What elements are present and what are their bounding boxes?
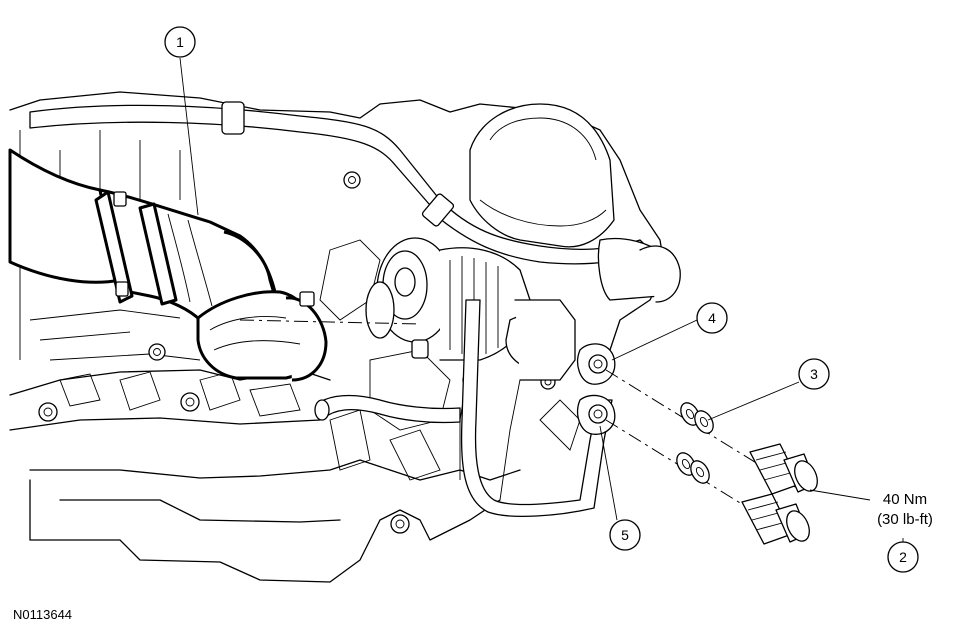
torque-spec: 40 Nm (30 lb-ft) <box>877 491 933 528</box>
turbocharger <box>365 237 576 381</box>
callout-2: 2 <box>887 541 919 573</box>
callout-2-label: 2 <box>899 549 907 565</box>
callout-3-label: 3 <box>810 366 818 382</box>
fitting-ports <box>577 343 616 435</box>
sealing-washers <box>676 402 714 484</box>
intake-hose <box>8 148 328 382</box>
callout-4-label: 4 <box>708 310 716 326</box>
callout-4: 4 <box>696 302 728 334</box>
callout-5-label: 5 <box>621 527 629 543</box>
upper-right-housing <box>469 103 681 303</box>
callout-3: 3 <box>798 358 830 390</box>
torque-imperial: (30 lb-ft) <box>877 511 933 528</box>
return-tube <box>314 299 613 518</box>
callout-1-label: 1 <box>176 34 184 50</box>
figure-reference-id: N0113644 <box>13 607 73 622</box>
callout-5: 5 <box>609 519 641 551</box>
torque-metric: 40 Nm <box>883 491 927 508</box>
banjo-bolts <box>741 443 818 545</box>
callout-1: 1 <box>164 26 196 58</box>
crossover-tube <box>29 101 651 265</box>
